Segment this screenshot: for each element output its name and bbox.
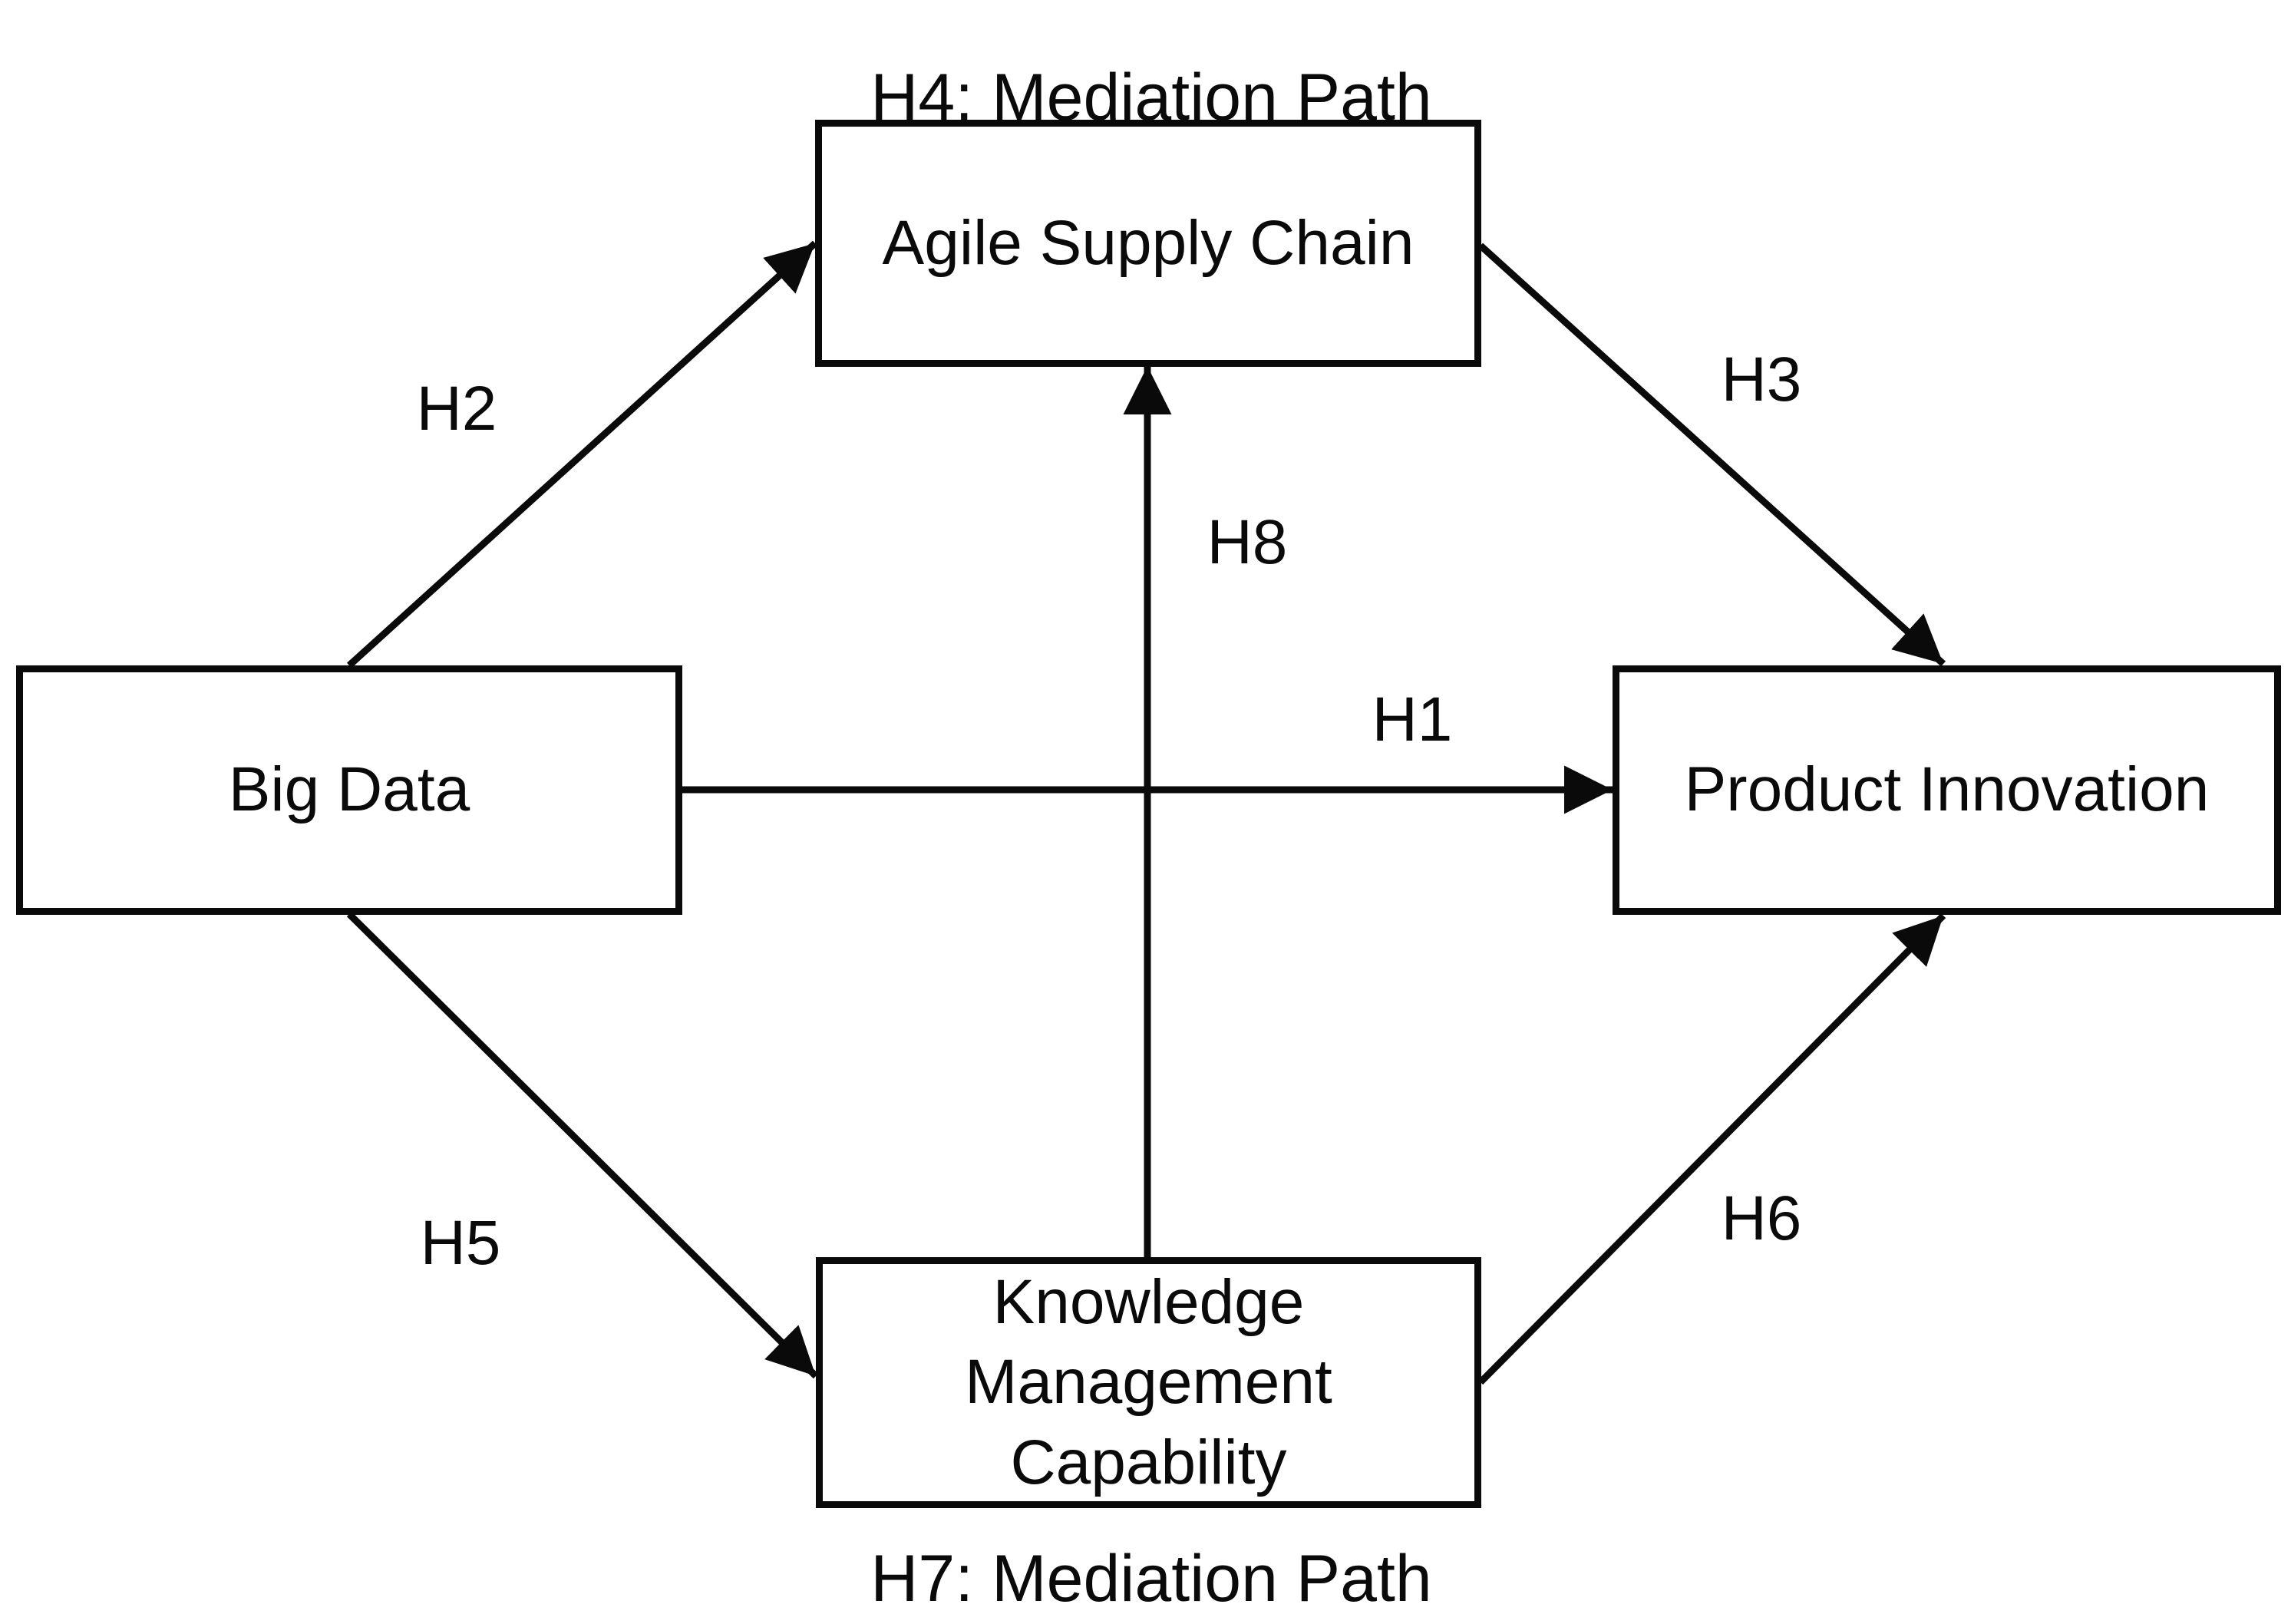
h6-arrow	[1477, 913, 1946, 1385]
edge-label-h8: H8	[1207, 507, 1288, 577]
edge-label-h5: H5	[420, 1208, 501, 1278]
edge-label-h6: H6	[1721, 1183, 1802, 1253]
node-product-innovation: Product Innovation	[1613, 665, 2281, 915]
edge-label-h3: H3	[1721, 345, 1802, 414]
node-big-data: Big Data	[16, 665, 682, 915]
node-product-innovation-label: Product Innovation	[1684, 754, 2210, 825]
mediation-path-title-bottom: H7: Mediation Path	[870, 1542, 1432, 1616]
node-knowledge-management-capability: Knowledge Management Capability	[816, 1257, 1481, 1508]
edge-label-h2: H2	[416, 374, 497, 444]
edge-label-h1: H1	[1372, 685, 1453, 754]
h3-arrow	[1477, 243, 1946, 667]
h5-arrow	[346, 911, 819, 1379]
node-knowledge-management-capability-label: Knowledge Management Capability	[965, 1267, 1332, 1497]
node-big-data-label: Big Data	[228, 754, 470, 825]
node-agile-supply-chain: Agile Supply Chain	[815, 120, 1481, 367]
node-agile-supply-chain-label: Agile Supply Chain	[882, 207, 1415, 278]
h2-arrow	[346, 240, 818, 668]
